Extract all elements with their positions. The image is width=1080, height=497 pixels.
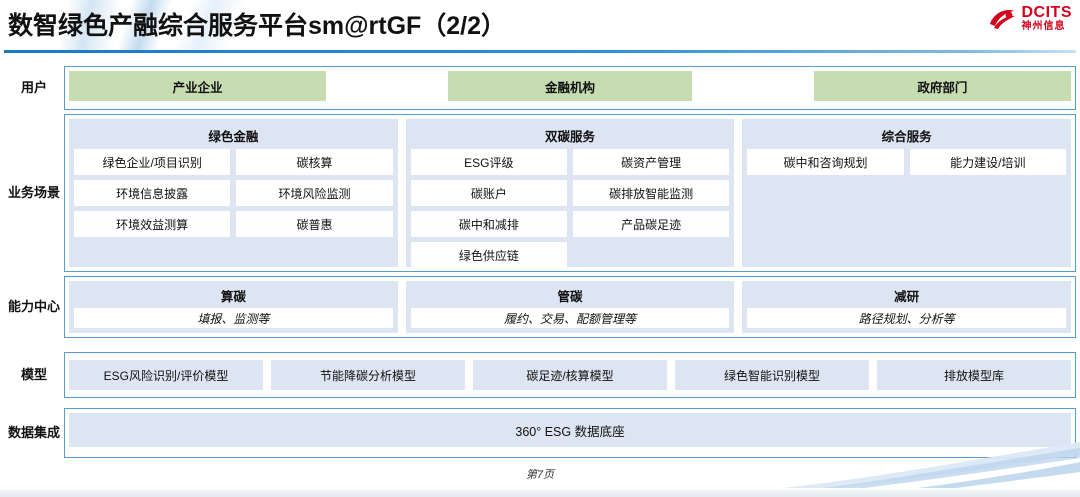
data-integration-panel: 360° ESG 数据底座 [64,408,1076,458]
capability-group-title: 减研 [894,290,920,304]
row-label-data-integration: 数据集成 [7,424,60,440]
scenario-group-title: 双碳服务 [545,130,596,144]
page-title: 数智绿色产融综合服务平台sm@rtGF（2/2） [8,12,507,40]
capability-group-calc-carbon: 算碳 填报、监测等 [69,281,398,333]
capability-group-subtitle[interactable]: 填报、监测等 [74,308,393,328]
model-item[interactable]: 节能降碳分析模型 [271,360,465,390]
model-item-list: ESG风险识别/评价模型 节能降碳分析模型 碳足迹/核算模型 绿色智能识别模型 … [69,357,1071,393]
scenario-group-green-finance: 绿色金融 绿色企业/项目识别 碳核算 环境信息披露 环境风险监测 环境效益测算 … [69,119,398,267]
scenario-item[interactable]: 环境风险监测 [236,180,393,206]
model-item[interactable]: 排放模型库 [877,360,1071,390]
user-cell: 产业企业 [69,71,403,105]
row-label-model: 模型 [20,366,47,382]
scenario-item[interactable]: 碳中和咨询规划 [747,149,904,175]
row-label-scenario: 业务场景 [7,184,60,200]
model-item[interactable]: ESG风险识别/评价模型 [69,360,263,390]
capability-group-manage-carbon: 管碳 履约、交易、配额管理等 [405,281,735,333]
scenario-item[interactable]: 环境效益测算 [74,211,231,237]
row-model: 模型 ESG风险识别/评价模型 节能降碳分析模型 碳足迹/核算模型 绿色智能识别… [4,352,1076,398]
dcits-swoosh-icon [987,6,1017,32]
capability-group-subtitle[interactable]: 路径规划、分析等 [747,308,1067,328]
user-box-list: 产业企业 金融机构 政府部门 [69,71,1071,105]
row-capability: 能力中心 算碳 填报、监测等 管碳 履约、交易、配额管理等 减研 路径规划、分析… [4,276,1076,338]
user-box-government[interactable]: 政府部门 [813,71,1071,101]
data-foundation-bar[interactable]: 360° ESG 数据底座 [69,413,1071,447]
row-scenario: 业务场景 绿色金融 绿色企业/项目识别 碳核算 环境信息披露 环境风险监测 环境… [4,114,1076,272]
capability-group-title: 管碳 [557,290,583,304]
scenario-item-list: ESG评级 碳资产管理 碳账户 碳排放智能监测 碳中和减排 产品碳足迹 绿色供应… [410,149,730,268]
row-data-integration: 数据集成 360° ESG 数据底座 [4,408,1076,458]
user-box-financial[interactable]: 金融机构 [448,71,692,101]
user-cell: 政府部门 [737,71,1071,105]
scenario-item[interactable]: 碳排放智能监测 [573,180,730,206]
page-footer: 第7页 [525,469,555,481]
scenario-group-title: 绿色金融 [208,130,259,144]
title-divider [4,50,1076,53]
scenario-group-list: 绿色金融 绿色企业/项目识别 碳核算 环境信息披露 环境风险监测 环境效益测算 … [69,119,1072,268]
logo-text-block: DCITS 神州信息 [1022,5,1073,32]
scenario-panel: 绿色金融 绿色企业/项目识别 碳核算 环境信息披露 环境风险监测 环境效益测算 … [64,114,1076,272]
capability-group-list: 算碳 填报、监测等 管碳 履约、交易、配额管理等 减研 路径规划、分析等 [69,281,1072,333]
logo-text-en: DCITS [1021,4,1072,21]
scenario-item[interactable]: 产品碳足迹 [573,211,730,237]
model-panel: ESG风险识别/评价模型 节能降碳分析模型 碳足迹/核算模型 绿色智能识别模型 … [64,352,1076,398]
scenario-group-comprehensive: 综合服务 碳中和咨询规划 能力建设/培训 [742,119,1072,267]
capability-group-reduce-research: 减研 路径规划、分析等 [742,281,1072,333]
scenario-item[interactable]: 环境信息披露 [74,180,231,206]
capability-group-subtitle[interactable]: 履约、交易、配额管理等 [410,308,730,328]
row-label-user: 用户 [20,79,47,95]
scenario-item[interactable]: 能力建设/培训 [909,149,1066,175]
user-panel: 产业企业 金融机构 政府部门 [64,66,1076,110]
model-item[interactable]: 碳足迹/核算模型 [473,360,667,390]
scenario-item[interactable]: 碳普惠 [236,211,393,237]
brand-logo: DCITS 神州信息 [987,5,1073,32]
model-item[interactable]: 绿色智能识别模型 [675,360,869,390]
capability-group-title: 算碳 [220,290,246,304]
scenario-item[interactable]: 碳核算 [236,149,393,175]
scenario-item[interactable]: 碳资产管理 [573,149,730,175]
logo-text-cn: 神州信息 [1021,21,1066,32]
scenario-item-list: 碳中和咨询规划 能力建设/培训 [747,149,1066,175]
scenario-group-dual-carbon: 双碳服务 ESG评级 碳资产管理 碳账户 碳排放智能监测 碳中和减排 产品碳足迹… [405,119,735,268]
user-cell: 金融机构 [403,71,737,105]
scenario-item[interactable]: 碳中和减排 [410,211,567,237]
row-user: 用户 产业企业 金融机构 政府部门 [4,66,1076,110]
capability-panel: 算碳 填报、监测等 管碳 履约、交易、配额管理等 减研 路径规划、分析等 [64,276,1076,338]
row-label-capability: 能力中心 [7,298,60,314]
user-box-industry[interactable]: 产业企业 [69,71,327,101]
scenario-item[interactable]: 绿色企业/项目识别 [74,149,231,175]
scenario-item[interactable]: ESG评级 [410,149,567,175]
scenario-item[interactable]: 碳账户 [410,180,567,206]
scenario-item-list: 绿色企业/项目识别 碳核算 环境信息披露 环境风险监测 环境效益测算 碳普惠 [74,149,393,237]
scenario-item[interactable]: 绿色供应链 [410,242,567,268]
scenario-group-title: 综合服务 [881,130,932,144]
bottom-strip [0,488,1080,497]
